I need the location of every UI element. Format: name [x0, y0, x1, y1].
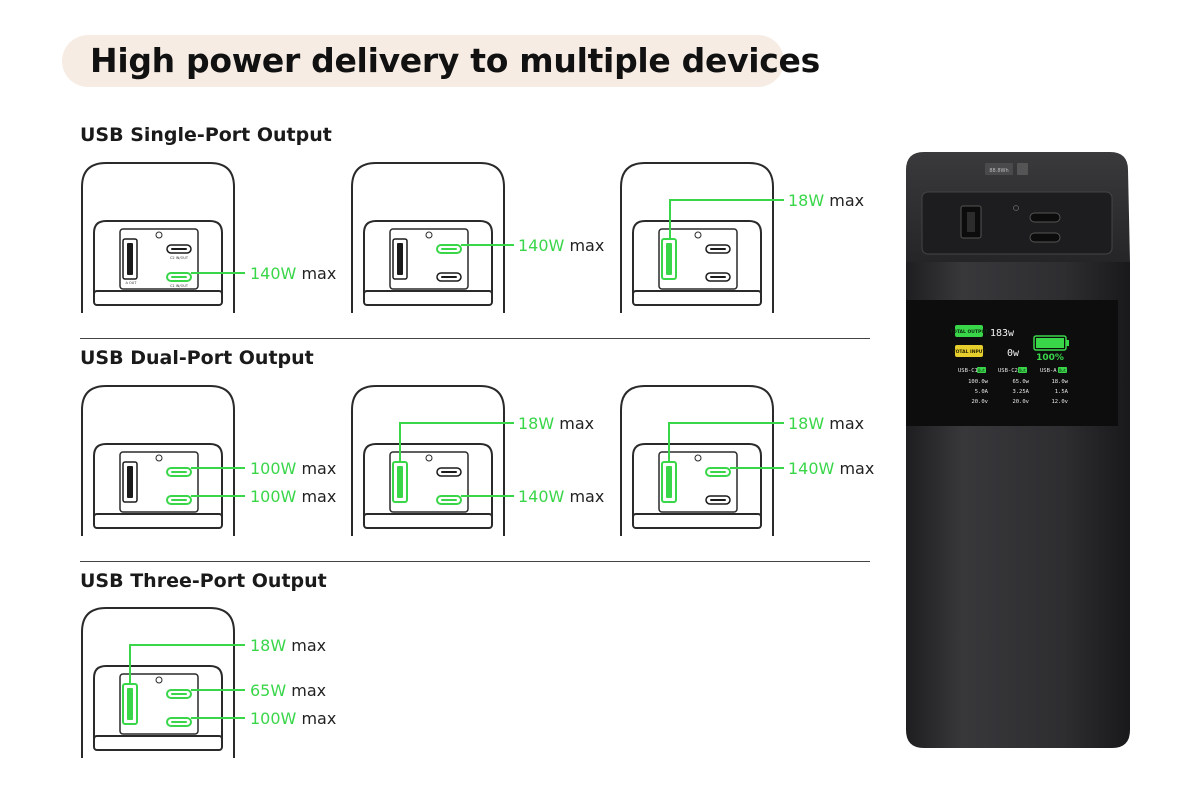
total-output-value: 183w	[990, 328, 1015, 339]
col3-name: USB-A	[1040, 368, 1057, 374]
callout-dual-1-bottom: 100W max	[250, 487, 336, 506]
panel-three	[81, 607, 235, 759]
col2-name: USB-C2	[998, 368, 1018, 374]
total-input-value: 0w	[1007, 348, 1020, 359]
svg-text:3.25A: 3.25A	[1012, 389, 1029, 395]
callout-three-c1: 100W max	[250, 709, 336, 728]
callout-three-a: 18W max	[250, 636, 326, 655]
svg-text:Out: Out	[1019, 368, 1027, 373]
svg-text:Out: Out	[1059, 368, 1067, 373]
callout-dual-3-bottom: 140W max	[788, 459, 874, 478]
callout-dual-2-bottom: 140W max	[518, 487, 604, 506]
panel-dual-2	[351, 385, 505, 537]
callout-dual-1-top: 100W max	[250, 459, 336, 478]
section-single-port: USB Single-Port Output	[80, 124, 332, 146]
divider-2	[80, 561, 870, 562]
capacity-badge	[985, 163, 1013, 175]
panel-single-2	[351, 162, 505, 314]
total-input-tag	[955, 345, 983, 357]
battery-percent: 100%	[1036, 353, 1064, 363]
callout-single-2: 140W max	[518, 236, 604, 255]
callout-single-3: 18W max	[788, 191, 864, 210]
svg-text:5.0A: 5.0A	[975, 389, 989, 395]
callout-dual-2-top: 18W max	[518, 414, 594, 433]
label-c1: C1 IN/OUT	[170, 284, 189, 288]
leader-lines	[129, 199, 784, 719]
svg-text:20.0v: 20.0v	[1012, 399, 1029, 405]
panel-single-1: A OUT C2 IN/OUT C1 IN/OUT	[81, 162, 235, 314]
capacity-label: 88.8Wh	[989, 168, 1008, 174]
section-dual-port: USB Dual-Port Output	[80, 347, 314, 369]
panel-single-3	[620, 162, 774, 314]
svg-text:65.0w: 65.0w	[1012, 379, 1029, 385]
label-c2: C2 IN/OUT	[170, 256, 189, 260]
total-input-label: TOTAL INPUT	[953, 349, 987, 355]
total-output-tag	[955, 325, 983, 337]
panel-dual-3	[620, 385, 774, 537]
section-three-port: USB Three-Port Output	[80, 570, 327, 592]
power-bank-device: 88.8Wh TOTAL OUTPUT 183w TOTAL INPUT 0w …	[906, 152, 1130, 748]
svg-text:100.0w: 100.0w	[968, 379, 989, 385]
title-pill	[62, 35, 784, 87]
label-a-out: A OUT	[126, 281, 138, 285]
page-title: High power delivery to multiple devices	[90, 41, 820, 80]
svg-text:1.5A: 1.5A	[1055, 389, 1069, 395]
svg-text:18.0w: 18.0w	[1051, 379, 1068, 385]
divider-1	[80, 338, 870, 339]
callout-three-c2: 65W max	[250, 681, 326, 700]
svg-text:12.0v: 12.0v	[1051, 399, 1068, 405]
callout-single-1: 140W max	[250, 264, 336, 283]
callout-dual-3-top: 18W max	[788, 414, 864, 433]
panel-dual-1	[81, 385, 235, 537]
svg-text:20.0v: 20.0v	[971, 399, 988, 405]
total-output-label: TOTAL OUTPUT	[950, 329, 989, 335]
col1-name: USB-C1	[958, 368, 978, 374]
svg-text:Out: Out	[978, 368, 986, 373]
